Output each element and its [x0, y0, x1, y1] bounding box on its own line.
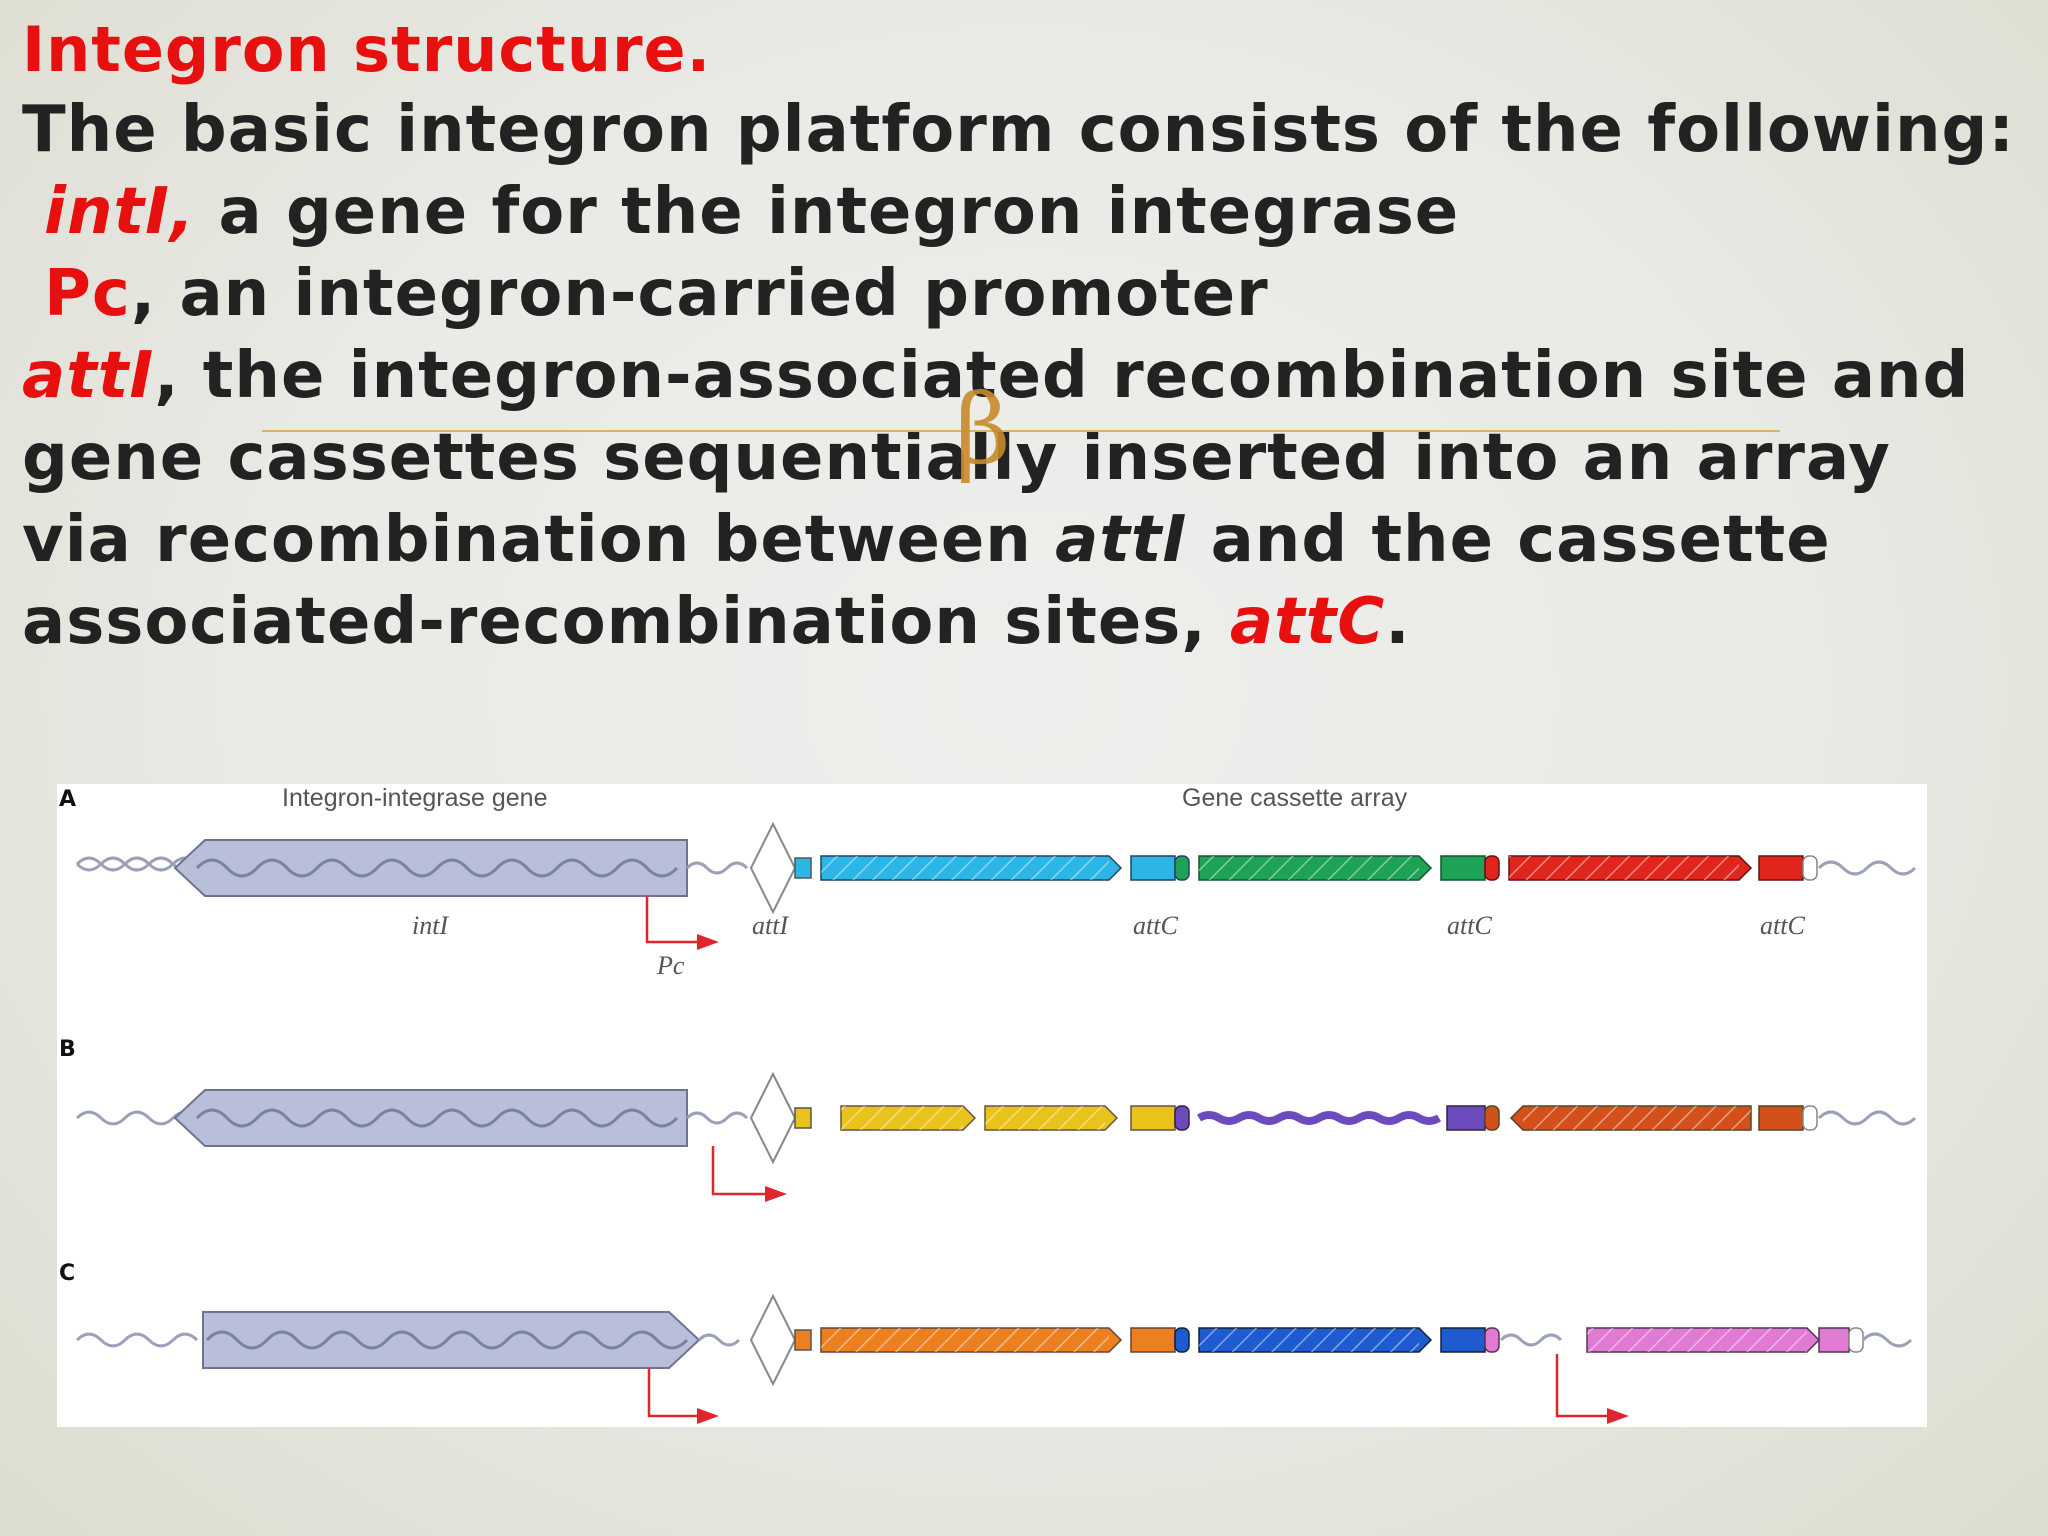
dna-strand-left-a2 [75, 856, 199, 872]
cassette-line-2-b: and the cassette [1187, 503, 1831, 577]
integrase-helix-b [195, 1108, 679, 1128]
intro-line: The basic integron platform consists of … [22, 93, 2015, 167]
cassette-a2-pattern [1199, 856, 1419, 880]
attC-b1-tip [1174, 1105, 1190, 1131]
attC-label-3: attC [1760, 911, 1805, 940]
panel-label-a: A [59, 787, 76, 812]
attC-b2 [1446, 1105, 1486, 1131]
cassette-line-3-b: . [1385, 585, 1411, 659]
promoter-arrow-b [711, 1146, 765, 1196]
intI-label: intI [412, 911, 449, 940]
bullet-intI: intI, a gene for the integron integrase [44, 172, 1459, 252]
cassette-c3-pattern [1587, 1328, 1807, 1352]
panel-label-c: C [59, 1261, 75, 1286]
attC-a1-tip [1174, 855, 1190, 881]
bullet-pc: Pc, an integron-carried promoter [44, 254, 1269, 334]
attC-a1 [1130, 855, 1176, 881]
cassette-array-header: Gene cassette array [1182, 784, 1408, 812]
panel-a-row: intI Pc attI attC attC attC [75, 821, 1917, 980]
attC-a2 [1440, 855, 1486, 881]
attI-site-a [749, 821, 797, 915]
attC-b1 [1130, 1105, 1176, 1131]
integrase-gene-b [173, 1089, 688, 1147]
dna-linker-c2 [1499, 1333, 1563, 1347]
attC-c3-tip [1848, 1327, 1864, 1353]
integron-diagram: A B C Integron-integrase gene Gene casse… [59, 784, 1917, 1424]
integrase-helix-c [205, 1330, 689, 1350]
attC-a3-tip [1802, 855, 1818, 881]
dna-linker-b [685, 1111, 749, 1125]
promoter-arrowhead-a [697, 934, 719, 950]
attC-label-2: attC [1447, 911, 1492, 940]
attI-link-c [794, 1329, 812, 1351]
term-attI: attI [22, 339, 155, 413]
integrase-gene-header: Integron-integrase gene [282, 784, 547, 812]
attI-site-b [749, 1071, 797, 1165]
attC-c3 [1818, 1327, 1850, 1353]
attC-b3-tip [1802, 1105, 1818, 1131]
attC-c1 [1130, 1327, 1176, 1353]
term-intI: intI, [44, 175, 196, 249]
dna-linker-a [685, 861, 749, 875]
panel-b-row [75, 1071, 1917, 1202]
term-attC: attC [1229, 585, 1386, 659]
dna-linker-c [697, 1333, 741, 1347]
attC-b3 [1758, 1105, 1804, 1131]
attI-link-b [794, 1107, 812, 1129]
term-pc: Pc [44, 257, 131, 331]
integrase-gene-c [202, 1311, 701, 1369]
integrase-gene-a [173, 839, 688, 897]
flourish-ornament-icon: β [955, 374, 1011, 486]
dna-strand-right-a [1817, 860, 1917, 876]
dna-strand-right-c [1861, 1332, 1913, 1348]
dna-strand-left-c [75, 1332, 199, 1348]
dna-strand-left-a [75, 856, 199, 872]
cassette-b1-pattern [841, 1106, 963, 1130]
slide-title: Integron structure. [22, 13, 712, 86]
attI-link-a [794, 857, 812, 879]
promoter-arrow-c [647, 1368, 697, 1418]
bullet-pc-text: , an integron-carried promoter [130, 257, 1269, 331]
cassette-b3-wavy [1196, 1111, 1442, 1125]
dna-strand-right-b [1817, 1110, 1917, 1126]
cassette-a3-pattern [1509, 856, 1739, 880]
cassette-c2-pattern [1199, 1328, 1419, 1352]
attC-c2-tip [1484, 1327, 1500, 1353]
promoter-arrow-c2 [1555, 1354, 1607, 1418]
cassette-line-1: gene cassettes sequentially inserted int… [22, 421, 1891, 495]
attC-c1-tip [1174, 1327, 1190, 1353]
bullet-intI-text: a gene for the integron integrase [195, 175, 1460, 249]
bullet-attI: attI, the integron-associated recombinat… [22, 336, 1969, 416]
integrase-helix-a [195, 858, 679, 878]
promoter-arrowhead-c [697, 1408, 719, 1424]
promoter-arrowhead-c2 [1607, 1408, 1629, 1424]
decorative-divider [262, 430, 1780, 432]
attC-b2-tip [1484, 1105, 1500, 1131]
attC-a2-tip [1484, 855, 1500, 881]
bullet-attI-text: , the integron-associated recombination … [154, 339, 1970, 413]
promoter-arrowhead-b [765, 1186, 787, 1202]
panel-label-b: B [59, 1037, 76, 1062]
cassette-b4-pattern [1523, 1106, 1751, 1130]
integron-figure: A B C Integron-integrase gene Gene casse… [57, 784, 1927, 1427]
cassette-line-2-a: via recombination between [22, 503, 1056, 577]
attI-label: attI [752, 911, 789, 940]
attC-a3 [1758, 855, 1804, 881]
cassette-line-3: associated-recombination sites, attC. [22, 582, 1411, 662]
cassette-a1-pattern [821, 856, 1109, 880]
cassette-c1-pattern [821, 1328, 1109, 1352]
dna-strand-left-b [75, 1110, 199, 1126]
promoter-arrow-a [645, 896, 697, 944]
attI-site-c [749, 1293, 797, 1387]
attC-label-1: attC [1133, 911, 1178, 940]
attC-c2 [1440, 1327, 1486, 1353]
pc-label: Pc [656, 951, 685, 980]
term-attI-inline: attI [1055, 503, 1188, 577]
panel-c-row [75, 1293, 1913, 1424]
cassette-b2-pattern [985, 1106, 1105, 1130]
cassette-line-2: via recombination between attI and the c… [22, 500, 1831, 580]
cassette-line-3-a: associated-recombination sites, [22, 585, 1230, 659]
